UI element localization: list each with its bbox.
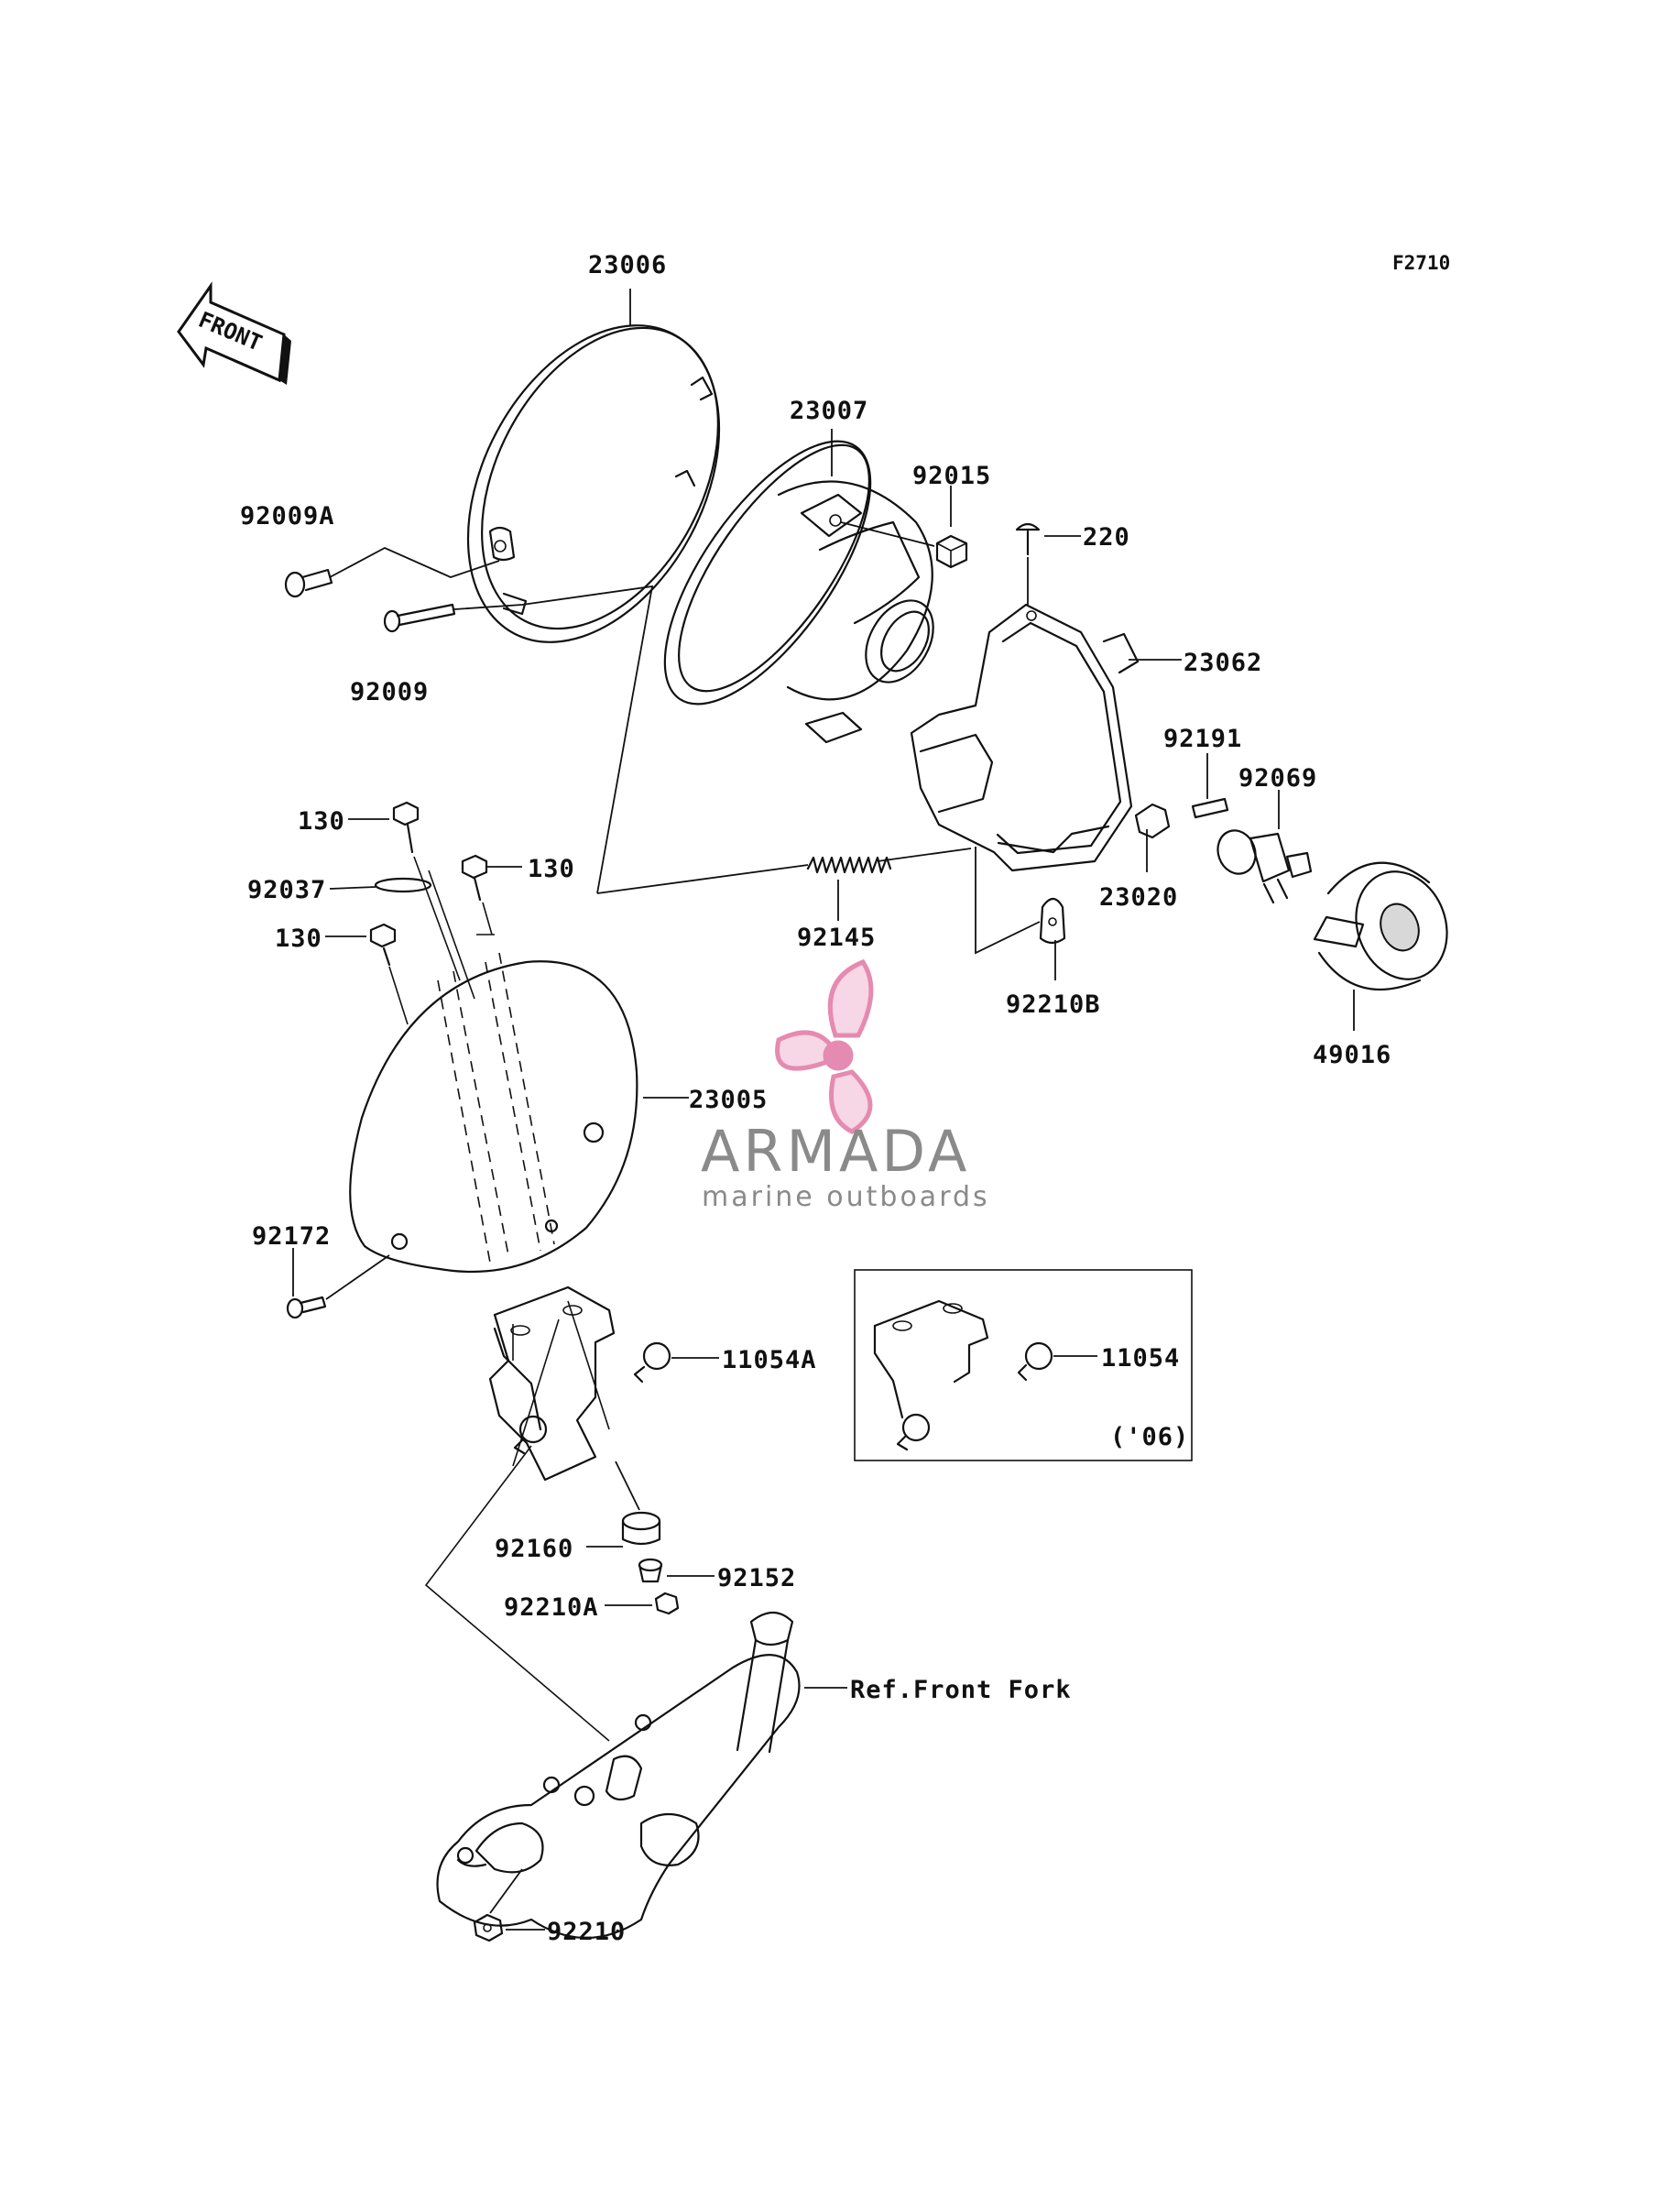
label-92152: 92152 bbox=[717, 1564, 796, 1592]
front-fork-triple-clamp[interactable] bbox=[436, 1611, 801, 1940]
bolt-130-right[interactable] bbox=[461, 854, 488, 902]
headlight-stay-11054[interactable] bbox=[873, 1299, 1053, 1451]
screw-92172[interactable] bbox=[286, 1296, 327, 1319]
propeller-logo-icon bbox=[775, 958, 874, 1134]
armada-watermark: ARMADA marine outboards bbox=[701, 958, 990, 1213]
clip-23020[interactable] bbox=[1134, 803, 1171, 839]
label-92015: 92015 bbox=[912, 462, 991, 490]
label-220: 220 bbox=[1083, 523, 1130, 552]
headlight-bracket-23062[interactable] bbox=[910, 603, 1140, 872]
label-92009: 92009 bbox=[350, 678, 429, 706]
bolt-130-top[interactable] bbox=[392, 801, 420, 854]
label-ref-front-fork: Ref.Front Fork bbox=[850, 1676, 1072, 1704]
bulb-92069[interactable] bbox=[1212, 826, 1313, 904]
nut-92210B[interactable] bbox=[1039, 897, 1066, 945]
nut-92210[interactable] bbox=[473, 1913, 504, 1942]
spring-92145[interactable] bbox=[806, 856, 892, 874]
front-direction-arrow: FRONT bbox=[177, 281, 291, 385]
collar-92152[interactable] bbox=[638, 1558, 663, 1583]
label-49016: 49016 bbox=[1313, 1041, 1391, 1069]
watermark-tagline: marine outboards bbox=[702, 1181, 990, 1213]
label-92069: 92069 bbox=[1238, 764, 1317, 793]
label-130-lower: 130 bbox=[275, 924, 322, 953]
headlight-stay-11054A[interactable] bbox=[488, 1285, 671, 1482]
screw-92009[interactable] bbox=[383, 603, 456, 633]
label-92172: 92172 bbox=[252, 1222, 331, 1251]
label-92037: 92037 bbox=[247, 876, 326, 904]
headlight-rim-23006[interactable] bbox=[417, 282, 770, 684]
label-23005: 23005 bbox=[689, 1086, 768, 1114]
label-130-top: 130 bbox=[298, 807, 345, 836]
headlight-housing-23005[interactable] bbox=[349, 952, 638, 1274]
pin-92191[interactable] bbox=[1191, 797, 1229, 819]
label-11054A: 11054A bbox=[722, 1346, 817, 1374]
label-92210A: 92210A bbox=[504, 1593, 599, 1622]
label-23007: 23007 bbox=[790, 397, 868, 425]
bolt-130-lower[interactable] bbox=[369, 923, 397, 967]
screw-220[interactable] bbox=[1015, 522, 1041, 556]
label-92160: 92160 bbox=[495, 1535, 573, 1563]
nut-92015[interactable] bbox=[935, 534, 968, 569]
headlight-unit-23007[interactable] bbox=[627, 410, 946, 744]
inset-2006-variant: 11054 ('06) bbox=[854, 1269, 1193, 1461]
label-11054: 11054 bbox=[1101, 1344, 1180, 1373]
label-92210B: 92210B bbox=[1006, 990, 1101, 1019]
label-23020: 23020 bbox=[1099, 883, 1178, 912]
label-130-right: 130 bbox=[528, 855, 575, 883]
label-23006: 23006 bbox=[588, 251, 667, 279]
inset-year-note: ('06) bbox=[1110, 1423, 1189, 1451]
screw-92009A[interactable] bbox=[284, 568, 333, 598]
label-23062: 23062 bbox=[1184, 649, 1262, 677]
collar-92037[interactable] bbox=[374, 877, 432, 893]
bulb-cover-49016[interactable] bbox=[1313, 859, 1462, 992]
label-92145: 92145 bbox=[797, 924, 876, 952]
label-92009A: 92009A bbox=[240, 502, 335, 531]
label-92191: 92191 bbox=[1163, 725, 1242, 753]
label-92210: 92210 bbox=[547, 1918, 626, 1946]
nut-92210A[interactable] bbox=[654, 1592, 680, 1615]
watermark-brand: ARMADA bbox=[701, 1118, 970, 1185]
figure-code: F2710 bbox=[1392, 252, 1450, 274]
grommet-92160[interactable] bbox=[621, 1511, 661, 1546]
